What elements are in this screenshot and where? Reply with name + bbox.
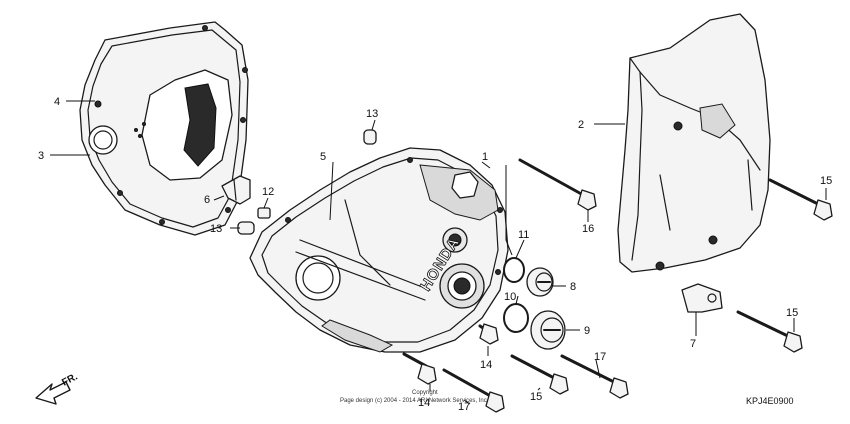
bolt-part-17-left[interactable]	[442, 368, 505, 413]
callout-part-11[interactable]: 11	[518, 229, 529, 241]
callout-part-14-right[interactable]: 14	[480, 359, 492, 371]
bolt-part-17-right[interactable]	[560, 354, 629, 399]
callout-part-9[interactable]: 9	[584, 325, 590, 337]
callout-part-17-left[interactable]: 17	[458, 401, 470, 413]
callout-part-15-upper[interactable]: 15	[820, 175, 832, 187]
bolt-part-15-middle[interactable]	[510, 354, 569, 395]
dowel-pin-part-13-left[interactable]	[237, 221, 255, 235]
bolt-part-14-left[interactable]	[402, 352, 437, 385]
leader-lines	[50, 100, 827, 405]
bolt-part-15-upper[interactable]	[768, 178, 833, 221]
callout-part-1[interactable]: 1	[482, 151, 488, 163]
callout-part-7[interactable]: 7	[690, 338, 696, 350]
front-direction-arrow: FR.	[35, 371, 80, 405]
diagram-code: KPJ4E0900	[746, 396, 794, 406]
callout-part-13-top[interactable]: 13	[366, 108, 378, 120]
plug-cap-part-9[interactable]	[530, 310, 566, 350]
front-direction-label: FR.	[60, 371, 80, 388]
callout-part-10[interactable]: 10	[504, 291, 516, 303]
copyright-label: Copyright	[412, 390, 438, 396]
callout-part-14-left[interactable]: 14	[418, 397, 430, 409]
bolt-part-12[interactable]	[257, 207, 271, 219]
callout-part-2[interactable]: 2	[578, 119, 584, 131]
callout-part-12[interactable]: 12	[262, 186, 274, 198]
callout-part-15-middle[interactable]: 15	[530, 391, 542, 403]
callout-part-5[interactable]: 5	[320, 151, 326, 163]
callout-part-13-left[interactable]: 13	[210, 223, 222, 235]
callout-labels: 1 2 3 4 5 6 7 8 9 10 11 12 13 13 14 14 1…	[38, 96, 832, 413]
bracket-part-6[interactable]	[221, 175, 251, 205]
clamp-part-7[interactable]	[681, 283, 723, 313]
callout-part-4[interactable]: 4	[54, 96, 60, 108]
callout-part-3[interactable]: 3	[38, 150, 44, 162]
outer-cover-part-2[interactable]	[617, 13, 771, 273]
crankcase-cover-part-1[interactable]: HONDA	[249, 147, 509, 353]
callout-part-15-lower[interactable]: 15	[786, 307, 798, 319]
bolt-part-14-right[interactable]	[478, 323, 499, 345]
bolt-part-16[interactable]	[518, 158, 597, 211]
callout-part-6[interactable]: 6	[204, 194, 210, 206]
bolt-part-15-lower[interactable]	[736, 310, 803, 353]
dowel-pin-part-13-top[interactable]	[363, 129, 377, 145]
o-ring-part-11[interactable]	[503, 257, 525, 283]
plug-cap-part-8[interactable]	[526, 267, 554, 297]
callout-part-17-right[interactable]: 17	[594, 351, 606, 363]
callout-part-8[interactable]: 8	[570, 281, 576, 293]
callout-part-16[interactable]: 16	[582, 223, 594, 235]
gasket-plate-part-3[interactable]	[79, 21, 249, 236]
o-ring-part-10[interactable]	[503, 303, 529, 333]
copyright-notice: Page design (c) 2004 - 2014 ARI Network …	[340, 398, 489, 404]
